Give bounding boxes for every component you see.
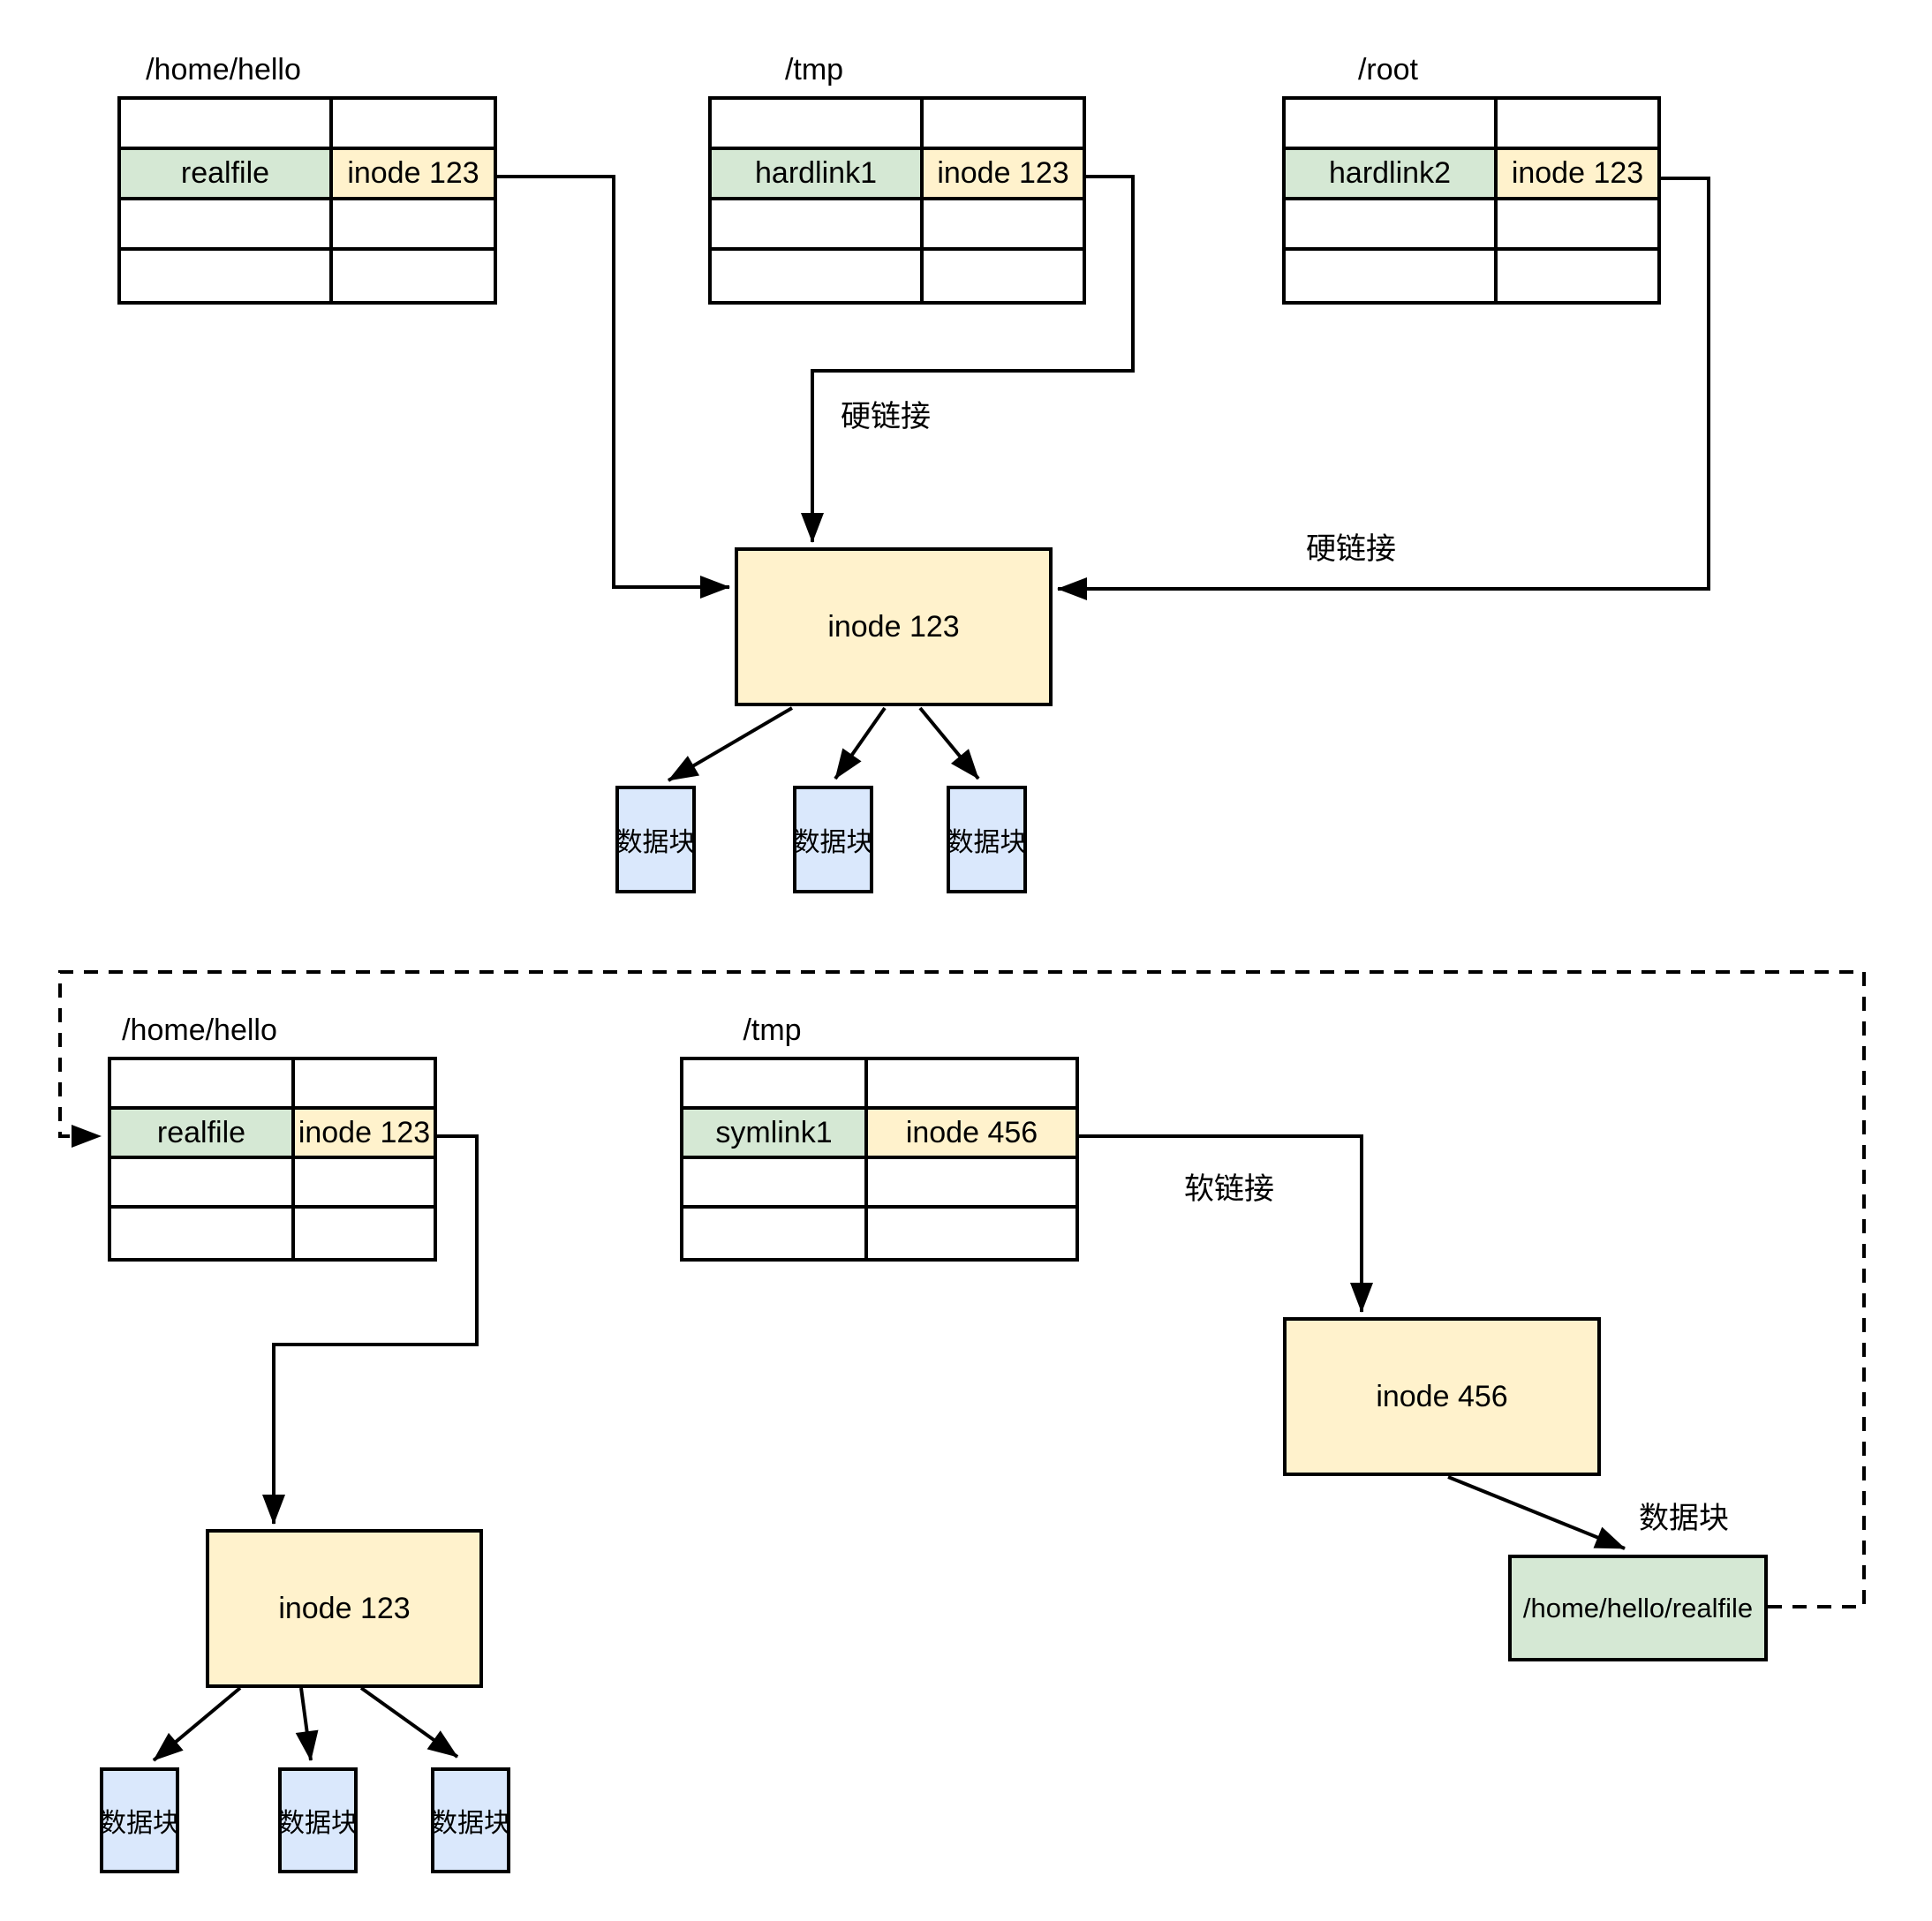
dir-entry-cell bbox=[333, 251, 494, 301]
data-block-top-1: 数据块 bbox=[615, 786, 696, 893]
inode-box-123-top: inode 123 bbox=[735, 547, 1053, 706]
dir-entry-inode-cell: inode 123 bbox=[333, 150, 494, 200]
symlink-target-path-box: /home/hello/realfile bbox=[1508, 1555, 1768, 1661]
arrow-inode123b-to-datablock-3 bbox=[359, 1686, 459, 1759]
arrow-inode123-to-datablock-1 bbox=[667, 706, 794, 782]
dir-entry-cell bbox=[111, 1060, 295, 1110]
data-block-bottom-2: 数据块 bbox=[278, 1767, 358, 1873]
dir-entry-cell bbox=[121, 100, 333, 150]
inode-box-123-bottom: inode 123 bbox=[206, 1529, 483, 1688]
data-block-top-3: 数据块 bbox=[947, 786, 1027, 893]
arrow-inode123-to-datablock-3 bbox=[918, 706, 980, 780]
dir-entry-cell bbox=[1286, 100, 1498, 150]
directory-path-label: /tmp bbox=[743, 1013, 802, 1047]
softlink-label: 软链接 bbox=[1184, 1172, 1274, 1206]
directory-table-tmp-top: /tmp hardlink1 inode 123 bbox=[708, 53, 1086, 305]
dir-entry-cell bbox=[924, 100, 1083, 150]
dir-entry-cell bbox=[868, 1060, 1075, 1110]
directory-table-tmp-bottom: /tmp symlink1 inode 456 bbox=[680, 1013, 1079, 1262]
arrow-inode123-to-datablock-2 bbox=[834, 706, 887, 780]
dir-entry-cell bbox=[295, 1159, 434, 1209]
dir-entry-inode-cell: inode 123 bbox=[924, 150, 1083, 200]
dir-entry-cell bbox=[868, 1159, 1075, 1209]
dir-entry-cell bbox=[1498, 100, 1657, 150]
inode-box-456: inode 456 bbox=[1283, 1317, 1601, 1476]
hardlink-label-tmp: 硬链接 bbox=[841, 400, 931, 433]
dir-entry-cell bbox=[1286, 251, 1498, 301]
dir-entry-cell bbox=[333, 200, 494, 251]
dir-entry-cell bbox=[683, 1209, 868, 1258]
arrow-homehello-to-inode123 bbox=[488, 175, 730, 599]
dir-entry-cell bbox=[924, 200, 1083, 251]
directory-table-root-top: /root hardlink2 inode 123 bbox=[1282, 53, 1661, 305]
dir-entry-cell bbox=[1498, 251, 1657, 301]
data-block-label: 数据块 bbox=[1639, 1502, 1729, 1535]
data-block-top-2: 数据块 bbox=[793, 786, 873, 893]
data-block-bottom-1: 数据块 bbox=[100, 1767, 179, 1873]
dir-entry-cell bbox=[111, 1159, 295, 1209]
dir-entry-inode-cell: inode 123 bbox=[295, 1110, 434, 1159]
arrow-inode456-to-target-path bbox=[1447, 1475, 1626, 1550]
dir-entry-cell bbox=[121, 200, 333, 251]
directory-table-home-hello-bottom: /home/hello realfile inode 123 bbox=[108, 1013, 437, 1262]
directory-path-label: /home/hello bbox=[122, 1013, 277, 1047]
dir-entry-cell bbox=[924, 251, 1083, 301]
dir-entry-filename-cell: symlink1 bbox=[683, 1110, 868, 1159]
dir-entry-cell bbox=[295, 1209, 434, 1258]
directory-table-home-hello-top: /home/hello realfile inode 123 bbox=[117, 53, 497, 305]
dir-entry-cell bbox=[712, 251, 924, 301]
dir-entry-inode-cell: inode 123 bbox=[1498, 150, 1657, 200]
dir-entry-cell bbox=[683, 1060, 868, 1110]
dir-entry-inode-cell: inode 456 bbox=[868, 1110, 1075, 1159]
dir-entry-cell bbox=[712, 100, 924, 150]
directory-path-label: /root bbox=[1357, 53, 1419, 87]
dir-entry-cell bbox=[295, 1060, 434, 1110]
data-block-bottom-3: 数据块 bbox=[431, 1767, 510, 1873]
hardlink-label-root: 硬链接 bbox=[1306, 532, 1396, 566]
dir-entry-cell bbox=[1498, 200, 1657, 251]
dir-entry-cell bbox=[1286, 200, 1498, 251]
dir-entry-filename-cell: hardlink2 bbox=[1286, 150, 1498, 200]
arrow-inode123b-to-datablock-1 bbox=[152, 1686, 242, 1762]
directory-path-label: /tmp bbox=[784, 53, 844, 87]
directory-path-label: /home/hello bbox=[146, 53, 301, 87]
dir-entry-cell bbox=[333, 100, 494, 150]
dir-entry-filename-cell: realfile bbox=[121, 150, 333, 200]
dir-entry-cell bbox=[712, 200, 924, 251]
arrow-inode123b-to-datablock-2 bbox=[295, 1687, 319, 1761]
dir-entry-cell bbox=[868, 1209, 1075, 1258]
dir-entry-cell bbox=[683, 1159, 868, 1209]
arrow-symlink-to-inode456 bbox=[1079, 1134, 1373, 1313]
dir-entry-cell bbox=[121, 251, 333, 301]
dir-entry-filename-cell: realfile bbox=[111, 1110, 295, 1159]
dir-entry-cell bbox=[111, 1209, 295, 1258]
dir-entry-filename-cell: hardlink1 bbox=[712, 150, 924, 200]
